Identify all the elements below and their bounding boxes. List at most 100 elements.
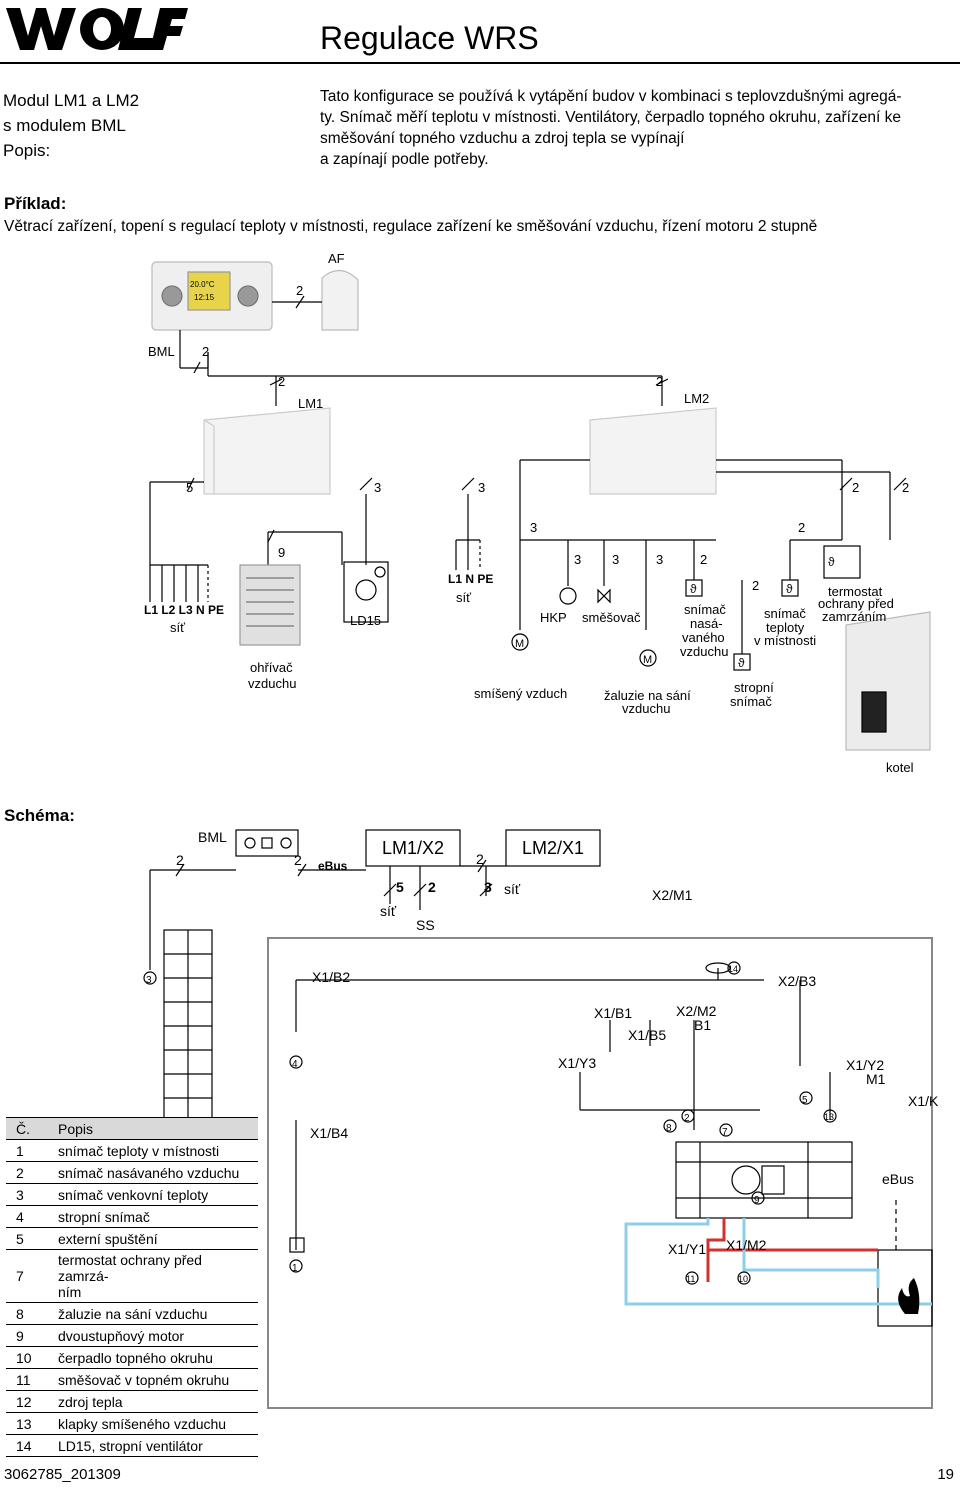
legend-desc: stropní snímač	[54, 1205, 258, 1228]
legend-desc: snímač nasávaného vzduchu	[54, 1161, 258, 1184]
frost-thermostat-label: zamrzáním	[822, 609, 886, 624]
ebus-label: eBus	[318, 859, 348, 873]
heater-label: vzduchu	[248, 676, 296, 691]
example-text: Větrací zařízení, topení s regulací tepl…	[4, 218, 818, 235]
legend-no: 2	[6, 1161, 54, 1184]
room-sensor-label: v místnosti	[754, 633, 816, 648]
x1b4-label: X1/B4	[310, 1125, 348, 1141]
intake-sensor-label: vzduchu	[680, 644, 728, 659]
bml-label: BML	[148, 344, 175, 359]
mixed-air-label: smíšený vzduch	[474, 686, 567, 701]
wire-count: 2	[296, 283, 303, 298]
callout: 1	[292, 1263, 298, 1274]
hkp-label: HKP	[540, 610, 567, 625]
example-diagram: AF 2 BML 2 2 2 LM1 LM2 5 3 3 2 2 3 2 9 3…	[144, 251, 931, 775]
wire-count: 2	[700, 552, 707, 567]
louvre-label: vzduchu	[622, 701, 670, 716]
intake-sensor-label: snímač	[684, 602, 726, 617]
intro-text: Tato konfigurace se používá k vytápění b…	[320, 86, 950, 170]
schema-bml-label: BML	[198, 829, 227, 845]
legend-no: 8	[6, 1302, 54, 1325]
boiler-label: kotel	[886, 760, 914, 775]
x1b2-label: X1/B2	[312, 969, 350, 985]
callout: 3	[146, 975, 152, 986]
mains-label: síť	[504, 881, 521, 897]
frost-thermostat-label: ochrany před	[818, 596, 894, 611]
wire-count: 2	[852, 480, 859, 495]
ceiling-sensor-label: snímač	[730, 694, 772, 709]
callout: 9	[754, 1195, 760, 1206]
display-text: 12:15	[194, 293, 215, 302]
lm2-label: LM2	[684, 391, 709, 406]
x1y1-label: X1/Y1	[668, 1241, 706, 1257]
heater-label: ohřívač	[250, 660, 293, 675]
wire-count: 2	[902, 480, 909, 495]
legend-no: 13	[6, 1412, 54, 1435]
intro-line: Tato konfigurace se používá k vytápění b…	[320, 88, 902, 105]
module-line-3: Popis:	[3, 141, 51, 160]
wire-count: 3	[612, 552, 619, 567]
mains-label: síť	[380, 903, 397, 919]
ld15-label: LD15	[350, 613, 381, 628]
legend-desc-line: ním	[58, 1284, 82, 1300]
callout: 5	[802, 1095, 808, 1106]
mains-lm2-label: L1 N PE	[448, 572, 493, 586]
m1-label: M1	[866, 1071, 886, 1087]
legend-desc: termostat ochrany před zamrzá-ním	[54, 1249, 258, 1303]
intro-line: a zapínají podle potřeby.	[320, 151, 489, 168]
legend-no: 12	[6, 1390, 54, 1413]
wire-count: 3	[484, 879, 492, 895]
louvre-label: žaluzie na sání	[604, 688, 691, 703]
wire-count: 2	[798, 520, 805, 535]
intro-line: ty. Snímač měří teplotu v místnosti. Ven…	[320, 109, 901, 126]
room-sensor-label: snímač	[764, 606, 806, 621]
module-line-1: Modul LM1 a LM2	[3, 91, 140, 110]
wire-count: 9	[278, 545, 285, 560]
ceiling-sensor-label: stropní	[734, 680, 774, 695]
callout: 8	[666, 1123, 672, 1134]
legend-desc: čerpadlo topného okruhu	[54, 1346, 258, 1369]
x1b5-label: X1/B5	[628, 1027, 666, 1043]
legend-desc-line: termostat ochrany před zamrzá-	[58, 1252, 202, 1284]
lm2x1-label: LM2/X1	[522, 838, 584, 858]
legend-no: 9	[6, 1324, 54, 1347]
callout: 10	[738, 1274, 748, 1284]
intake-sensor-label: nasá-	[690, 616, 723, 631]
callout: 11	[686, 1274, 695, 1284]
page-title: Regulace WRS	[320, 20, 539, 56]
x1y3-label: X1/Y3	[558, 1055, 596, 1071]
b1-label: B1	[694, 1017, 711, 1033]
x2m1-label: X2/M1	[652, 887, 693, 903]
wolf-logo	[6, 8, 188, 50]
wire-count: 3	[374, 480, 381, 495]
wire-count: 3	[574, 552, 581, 567]
legend-desc: snímač teploty v místnosti	[54, 1139, 258, 1162]
room-sensor-label: teploty	[766, 620, 805, 635]
legend-no: 10	[6, 1346, 54, 1369]
frost-thermostat-label: termostat	[828, 584, 883, 599]
mains-lm1-label: L1 L2 L3 N PE	[144, 603, 224, 617]
sensor-symbol: ϑ	[786, 582, 793, 596]
legend-no: 1	[6, 1139, 54, 1162]
legend-header: Č. Popis	[6, 1117, 258, 1140]
legend-desc: zdroj tepla	[54, 1390, 258, 1413]
wire-count: 2	[294, 852, 302, 868]
legend-head-desc: Popis	[54, 1117, 258, 1140]
motor-symbol: M	[515, 638, 524, 650]
schema-diagram: BML 2 2 eBus LM1/X2 LM2/X1 2 5 2 3 síť S…	[143, 829, 939, 1409]
callout: 14	[728, 964, 738, 974]
legend-no: 4	[6, 1205, 54, 1228]
lm1-label: LM1	[298, 396, 323, 411]
callout: 2	[684, 1113, 690, 1124]
display-text: 20.0°C	[190, 280, 215, 289]
legend-no: 7	[6, 1249, 54, 1303]
schema-heading: Schéma:	[4, 806, 75, 825]
legend-desc: klapky smíšeného vzduchu	[54, 1412, 258, 1435]
legend-desc: externí spuštění	[54, 1227, 258, 1250]
sensor-symbol: ϑ	[690, 582, 697, 596]
lm1x2-label: LM1/X2	[382, 838, 444, 858]
intake-sensor-label: vaného	[682, 630, 725, 645]
